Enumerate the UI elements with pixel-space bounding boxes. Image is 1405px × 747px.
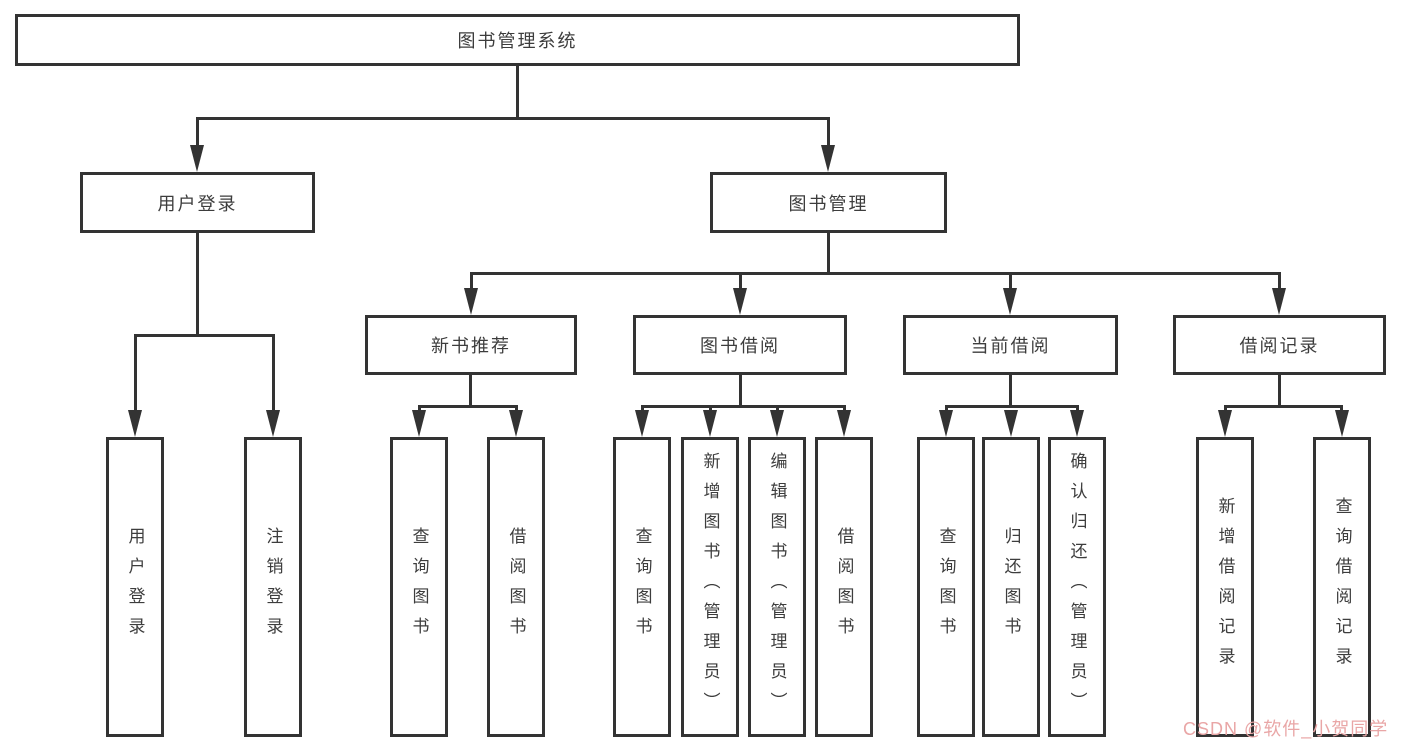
leaf-edit-books-admin: 编辑图书（管理员）	[748, 437, 806, 737]
connector-line	[196, 233, 199, 337]
connector-line	[272, 334, 275, 414]
arrow-down-icon	[1272, 288, 1286, 315]
leaf-add-borrow-record: 新增借阅记录	[1196, 437, 1254, 737]
arrow-down-icon	[635, 410, 649, 437]
arrow-down-icon	[464, 288, 478, 315]
node-label: 借阅图书	[506, 527, 526, 647]
leaf-query-books-current: 查询图书	[917, 437, 975, 737]
leaf-query-borrow-record: 查询借阅记录	[1313, 437, 1371, 737]
connector-line	[134, 334, 137, 414]
arrow-down-icon	[128, 410, 142, 437]
node-label: 编辑图书（管理员）	[767, 452, 787, 722]
csdn-watermark: CSDN @软件_小贺同学	[1183, 719, 1389, 739]
node-label: 新增图书（管理员）	[700, 452, 720, 722]
arrow-down-icon	[509, 410, 523, 437]
arrow-down-icon	[1335, 410, 1349, 437]
node-label: 图书管理	[788, 193, 869, 214]
connector-line	[1278, 272, 1281, 292]
leaf-add-books-admin: 新增图书（管理员）	[681, 437, 739, 737]
node-current-borrow: 当前借阅	[903, 315, 1118, 375]
connector-line	[739, 375, 742, 408]
connector-line	[196, 117, 199, 149]
leaf-query-books-recommend: 查询图书	[390, 437, 448, 737]
node-label: 查询图书	[409, 527, 429, 647]
node-label: 用户登录	[157, 193, 238, 214]
connector-line	[827, 117, 830, 149]
node-label: 归还图书	[1001, 527, 1021, 647]
connector-line	[470, 272, 473, 292]
node-label: 图书借阅	[700, 336, 780, 356]
node-label: 查询图书	[936, 527, 956, 647]
leaf-confirm-return-admin: 确认归还（管理员）	[1048, 437, 1106, 737]
node-label: 当前借阅	[970, 336, 1051, 356]
connector-line	[196, 117, 830, 120]
arrow-down-icon	[837, 410, 851, 437]
node-book-management: 图书管理	[710, 172, 947, 233]
connector-line	[418, 405, 518, 408]
leaf-borrow-books-recommend: 借阅图书	[487, 437, 545, 737]
connector-line	[641, 405, 846, 408]
arrow-down-icon	[266, 410, 280, 437]
arrow-down-icon	[821, 145, 835, 172]
node-label: 借阅图书	[834, 527, 854, 647]
node-book-borrow: 图书借阅	[633, 315, 847, 375]
arrow-down-icon	[1218, 410, 1232, 437]
leaf-query-books-borrow: 查询图书	[613, 437, 671, 737]
node-new-book-recommend: 新书推荐	[365, 315, 577, 375]
connector-line	[1278, 375, 1281, 408]
arrow-down-icon	[1070, 410, 1084, 437]
node-label: 注销登录	[263, 527, 283, 647]
arrow-down-icon	[1004, 410, 1018, 437]
node-label: 新书推荐	[431, 336, 511, 356]
node-label: 查询图书	[632, 527, 652, 647]
node-label: 用户登录	[125, 527, 145, 647]
arrow-down-icon	[703, 410, 717, 437]
arrow-down-icon	[412, 410, 426, 437]
node-root-system: 图书管理系统	[15, 14, 1020, 66]
leaf-borrow-books: 借阅图书	[815, 437, 873, 737]
connector-line	[516, 66, 519, 119]
node-label: 新增借阅记录	[1215, 497, 1235, 677]
connector-line	[1009, 272, 1012, 292]
node-borrow-records: 借阅记录	[1173, 315, 1386, 375]
node-label: 借阅记录	[1239, 336, 1320, 356]
connector-line	[739, 272, 742, 292]
connector-line	[134, 334, 275, 337]
arrow-down-icon	[1003, 288, 1017, 315]
leaf-logout: 注销登录	[244, 437, 302, 737]
node-label: 查询借阅记录	[1332, 497, 1352, 677]
leaf-return-books: 归还图书	[982, 437, 1040, 737]
connector-line	[827, 233, 830, 275]
arrow-down-icon	[770, 410, 784, 437]
leaf-user-login: 用户登录	[106, 437, 164, 737]
connector-line	[469, 375, 472, 408]
node-label: 图书管理系统	[457, 31, 578, 51]
arrow-down-icon	[190, 145, 204, 172]
arrow-down-icon	[939, 410, 953, 437]
connector-line	[1009, 375, 1012, 408]
connector-line	[1224, 405, 1343, 408]
node-label: 确认归还（管理员）	[1067, 452, 1087, 722]
node-user-login: 用户登录	[80, 172, 315, 233]
connector-line	[945, 405, 1079, 408]
arrow-down-icon	[733, 288, 747, 315]
connector-line	[470, 272, 1281, 275]
